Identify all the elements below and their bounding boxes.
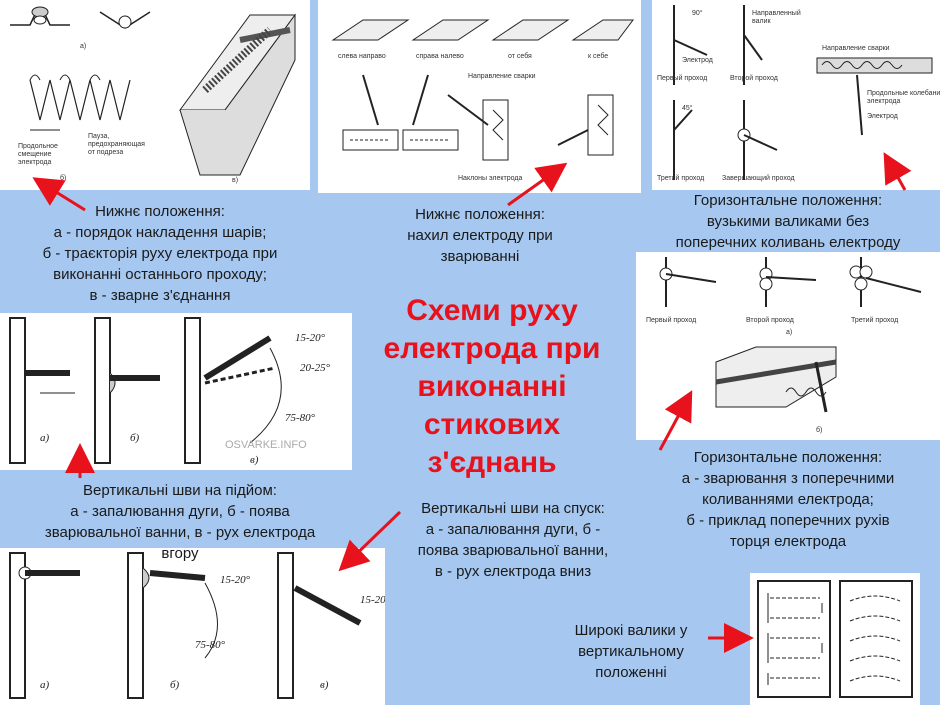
panel-vertical-down: а) 15-20° 75-80° б) 15-20 в) <box>0 548 385 705</box>
flat-layers-drawing: а) Продольное смещение электрода Пауза, … <box>10 6 296 184</box>
label-b: б) <box>60 174 66 182</box>
label-final-pass: Завершающий проход <box>722 174 795 182</box>
svg-text:Направление сварки: Направление сварки <box>468 73 536 80</box>
vertical-down-drawing: а) 15-20° 75-80° б) 15-20 в) <box>9 552 385 699</box>
label-tilts: Наклоны электрода <box>458 175 522 182</box>
svg-text:электрода: электрода <box>18 159 51 166</box>
page-title: Схеми руху електрода при виконанні стико… <box>383 294 601 479</box>
panel-flat-tilt: слева направо справа налево от себя к се… <box>318 0 641 193</box>
svg-text:15-20°: 15-20° <box>220 574 251 586</box>
caption-flat-tilt: Нижнє положення: нахил електроду при зва… <box>407 206 553 265</box>
svg-text:в): в) <box>320 679 329 691</box>
svg-text:Второй проход: Второй проход <box>746 316 794 324</box>
caption-vertical-down: Вертикальні шви на спуск: а - запалюванн… <box>417 500 609 580</box>
panel-vertical-up: а) б) 15-20° 20-25° 75-80° в) OSVARKE.IN… <box>0 313 352 470</box>
caption-horizontal-transverse: Горизонтальне положення: а - зварювання … <box>681 449 895 550</box>
svg-text:15-20: 15-20 <box>360 594 385 606</box>
svg-text:75-80°: 75-80° <box>285 412 316 424</box>
flat-tilt-drawing: слева направо справа налево от себя к се… <box>331 19 634 182</box>
caption-flat-layers: Нижнє положення: а - порядок накладення … <box>42 203 278 304</box>
svg-text:20-25°: 20-25° <box>300 362 331 374</box>
svg-text:Продольные колебания: Продольные колебания <box>867 89 940 97</box>
label-first-pass: Первый проход <box>657 74 707 82</box>
svg-text:а): а) <box>786 329 792 336</box>
svg-text:смещение: смещение <box>18 151 52 158</box>
svg-text:электрода: электрода <box>867 98 900 105</box>
svg-text:90°: 90° <box>692 9 703 17</box>
svg-text:валик: валик <box>752 18 772 25</box>
vertical-up-drawing: а) б) 15-20° 20-25° 75-80° в) OSVARKE.IN… <box>9 317 331 466</box>
caption-vertical-up: Вертикальні шви на підйом: а - запалюван… <box>44 482 316 562</box>
svg-text:б): б) <box>170 679 180 691</box>
label-pause: Пауза, <box>88 133 109 140</box>
svg-text:15-20°: 15-20° <box>295 332 326 344</box>
svg-text:б): б) <box>130 432 140 444</box>
svg-text:Первый проход: Первый проход <box>646 316 696 324</box>
caption-horizontal-narrow: Горизонтальне положення: вузькими валика… <box>675 192 901 251</box>
label-v: в) <box>232 177 238 184</box>
label-away: от себя <box>508 52 532 60</box>
panel-flat-layers: а) Продольное смещение электрода Пауза, … <box>0 0 310 190</box>
label-right-left: справа налево <box>416 53 464 60</box>
caption-wide-beads: Широкі валики у вертикальному положенні <box>574 622 688 681</box>
panel-horizontal-transverse: Первый проход Второй проход Третий прохо… <box>636 252 940 440</box>
panel-wide-beads <box>750 573 920 705</box>
label-third-pass: Третий проход <box>657 174 704 182</box>
horizontal-narrow-drawing: 90° Электрод Первый проход Направленный … <box>657 5 940 182</box>
svg-text:Электрод: Электрод <box>867 113 898 120</box>
label-a: а) <box>80 43 86 50</box>
label-second-pass: Второй проход <box>730 74 778 82</box>
svg-text:Третий проход: Третий проход <box>851 316 898 324</box>
label-toward: к себе <box>588 52 608 60</box>
svg-text:а): а) <box>40 679 50 691</box>
svg-text:б): б) <box>816 426 822 434</box>
label-electrode: Электрод <box>682 57 713 64</box>
svg-text:а): а) <box>40 432 50 444</box>
label-step: Продольное <box>18 143 58 150</box>
svg-text:от подреза: от подреза <box>88 149 123 156</box>
panel-horizontal-narrow: 90° Электрод Первый проход Направленный … <box>652 0 940 190</box>
label-left-right: слева направо <box>338 53 386 60</box>
label-weld-direction: Направление сварки <box>822 45 890 52</box>
svg-text:45°: 45° <box>682 104 693 112</box>
svg-text:Направленный: Направленный <box>752 9 801 17</box>
svg-text:в): в) <box>250 454 259 466</box>
svg-text:предохраняющая: предохраняющая <box>88 141 145 148</box>
wide-beads-drawing <box>757 580 913 698</box>
svg-text:75-80°: 75-80° <box>195 639 226 651</box>
watermark: OSVARKE.INFO <box>225 439 307 451</box>
horizontal-transverse-drawing: Первый проход Второй проход Третий прохо… <box>646 257 922 434</box>
